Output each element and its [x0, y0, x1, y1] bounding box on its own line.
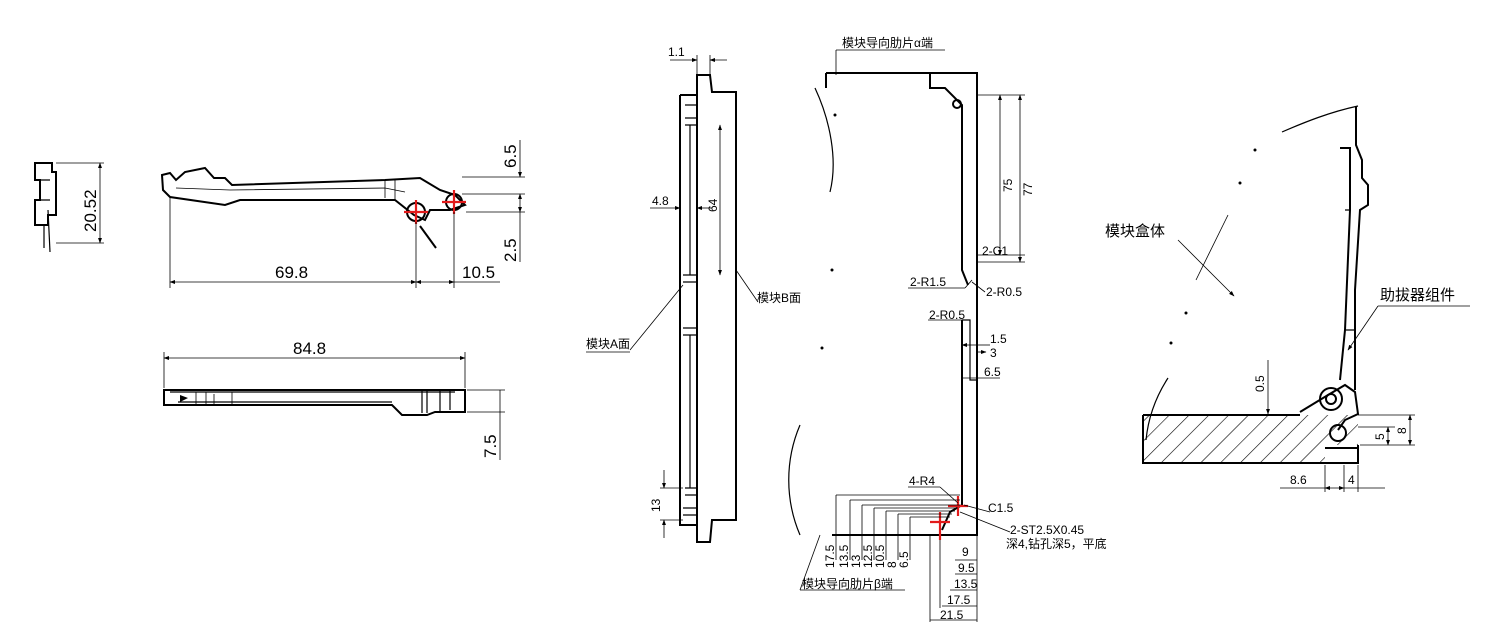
dim-0-5: 0.5 — [1253, 375, 1267, 392]
dim-b-6-5: 6.5 — [897, 551, 911, 568]
long-side-dimensions: 6.5 2.5 69.8 10.5 — [169, 140, 525, 288]
small-side-dimension: 20.52 — [56, 162, 104, 244]
label-module-box: 模块盒体 — [1105, 223, 1165, 240]
dim-2-c1: 2-C1 — [982, 244, 1008, 258]
module-side-view: 1.1 4.8 64 13 模块A面 模块B面 — [586, 45, 801, 543]
dim-1-1: 1.1 — [668, 45, 685, 59]
long-top-view: 84.8 7.5 — [163, 339, 505, 460]
label-screw: 2-ST2.5X0.45 — [1010, 523, 1084, 537]
dim-20-52: 20.52 — [81, 189, 100, 232]
dim-69-8: 69.8 — [275, 263, 308, 282]
dim-r-9: 9 — [962, 545, 969, 559]
dim-10-5: 10.5 — [462, 263, 495, 282]
long-top-dimensions: 84.8 7.5 — [163, 339, 505, 460]
dim-b-8: 8 — [885, 561, 899, 568]
module-front-labels: 模块导向肋片α端 模块导向肋片β端 — [799, 35, 945, 591]
module-front-dimensions: 75 77 2-C1 2-R1.5 2-R0.5 2-R0.5 1.5 3 6.… — [823, 94, 1107, 622]
small-side-view: 20.52 — [34, 162, 104, 253]
dim-8: 8 — [1395, 427, 1409, 434]
label-face-a: 模块A面 — [586, 337, 630, 351]
dim-2-r1-5: 2-R1.5 — [910, 275, 946, 289]
right-dim-chain: 9 9.5 13.5 17.5 21.5 — [929, 536, 978, 622]
module-side-part — [679, 74, 737, 543]
dim-c1-5: C1.5 — [988, 501, 1014, 515]
assembly-labels: 模块盒体 助拔器组件 — [1105, 214, 1470, 351]
dim-b-13: 13 — [849, 554, 863, 568]
dim-7-5: 7.5 — [481, 434, 500, 458]
dim-4-r4: 4-R4 — [909, 474, 935, 488]
assembly-view: 0.5 5 8 8.6 4 模块盒体 助拔器组件 — [1105, 105, 1470, 492]
dim-5: 5 — [1373, 433, 1387, 440]
label-face-b: 模块B面 — [757, 291, 801, 305]
dim-4-8: 4.8 — [652, 194, 669, 208]
label-puller-assembly: 助拔器组件 — [1380, 287, 1455, 304]
dim-r-13-5: 13.5 — [954, 577, 978, 591]
module-front-view: 75 77 2-C1 2-R1.5 2-R0.5 2-R0.5 1.5 3 6.… — [788, 35, 1107, 622]
dim-b-17-5: 17.5 — [823, 544, 837, 568]
dim-b-13-5: 13.5 — [837, 544, 851, 568]
dim-3: 3 — [990, 346, 997, 360]
long-top-part — [163, 389, 466, 416]
dim-75: 75 — [1001, 178, 1015, 192]
dim-r-17-5: 17.5 — [947, 593, 971, 607]
dim-84-8: 84.8 — [293, 339, 326, 358]
assembly-part — [1142, 105, 1369, 464]
label-screw-note: 深4,钻孔深5，平底 — [1006, 536, 1107, 551]
dim-b-10-5: 10.5 — [873, 544, 887, 568]
dim-64: 64 — [706, 198, 720, 212]
module-side-dimensions: 1.1 4.8 64 13 — [649, 45, 727, 538]
dim-6-5: 6.5 — [501, 144, 520, 168]
label-rib-beta: 模块导向肋片β端 — [802, 576, 893, 591]
dim-2-r0-5-a: 2-R0.5 — [986, 285, 1022, 299]
long-side-view: 6.5 2.5 69.8 10.5 — [160, 140, 525, 288]
dim-1-5: 1.5 — [990, 332, 1007, 346]
long-side-part — [160, 166, 467, 249]
dim-b-12-5: 12.5 — [861, 544, 875, 568]
label-rib-alpha: 模块导向肋片α端 — [842, 35, 933, 50]
module-front-part — [788, 72, 978, 540]
bottom-dim-chain: 17.5 13.5 13 12.5 10.5 8 6.5 — [823, 494, 960, 568]
dim-2-5: 2.5 — [501, 238, 520, 262]
module-side-labels: 模块A面 模块B面 — [586, 269, 801, 353]
dim-r-21-5: 21.5 — [940, 608, 964, 622]
dim-8-6: 8.6 — [1290, 473, 1307, 487]
dim-13: 13 — [649, 498, 663, 512]
small-side-part — [34, 162, 57, 253]
dim-6-5: 6.5 — [984, 365, 1001, 379]
dim-r-9-5: 9.5 — [958, 561, 975, 575]
assembly-dimensions: 0.5 5 8 8.6 4 — [1253, 360, 1415, 492]
dim-2-r0-5-b: 2-R0.5 — [929, 308, 965, 322]
dim-77: 77 — [1021, 182, 1035, 196]
dim-4: 4 — [1348, 473, 1355, 487]
